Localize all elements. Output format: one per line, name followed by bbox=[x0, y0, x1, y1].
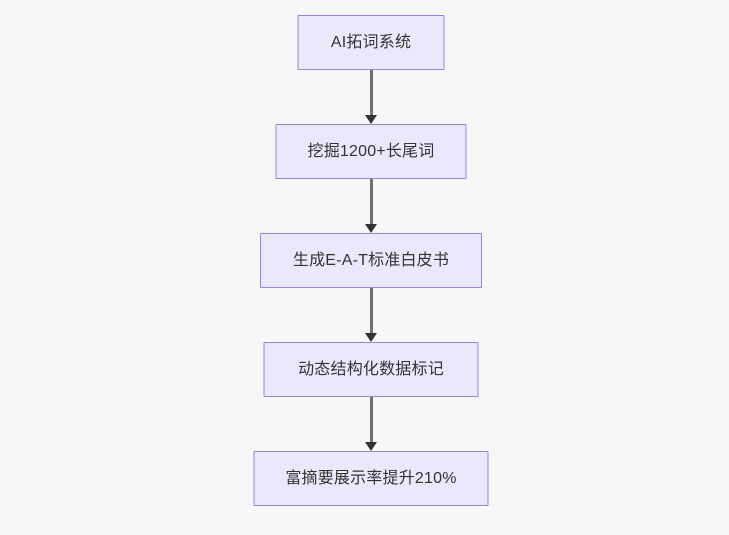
flow-node-structured-data-markup[interactable]: 动态结构化数据标记 bbox=[263, 342, 479, 397]
flow-node-rich-snippet-result[interactable]: 富摘要展示率提升210% bbox=[253, 451, 489, 506]
arrowhead-icon bbox=[365, 442, 377, 451]
flow-edge-1-to-2 bbox=[364, 70, 378, 124]
arrowhead-icon bbox=[365, 224, 377, 233]
flow-node-label: 挖掘1200+长尾词 bbox=[307, 142, 435, 160]
flow-node-eat-whitepaper[interactable]: 生成E-A-T标准白皮书 bbox=[260, 233, 482, 288]
flow-edge-3-to-4 bbox=[364, 288, 378, 342]
flow-edge-2-to-3 bbox=[364, 179, 378, 233]
flow-node-ai-keyword-system[interactable]: AI拓词系统 bbox=[297, 15, 445, 70]
flow-node-label: 富摘要展示率提升210% bbox=[285, 469, 457, 487]
arrowhead-icon bbox=[365, 115, 377, 124]
flow-node-label: 生成E-A-T标准白皮书 bbox=[292, 251, 450, 269]
edge-line bbox=[369, 397, 373, 443]
edge-line bbox=[369, 288, 373, 334]
flow-node-label: 动态结构化数据标记 bbox=[298, 360, 444, 378]
flow-node-longtail-keywords[interactable]: 挖掘1200+长尾词 bbox=[275, 124, 467, 179]
edge-line bbox=[369, 179, 373, 225]
arrowhead-icon bbox=[365, 333, 377, 342]
flow-edge-4-to-5 bbox=[364, 397, 378, 451]
flow-node-label: AI拓词系统 bbox=[330, 33, 412, 51]
edge-line bbox=[369, 70, 373, 116]
